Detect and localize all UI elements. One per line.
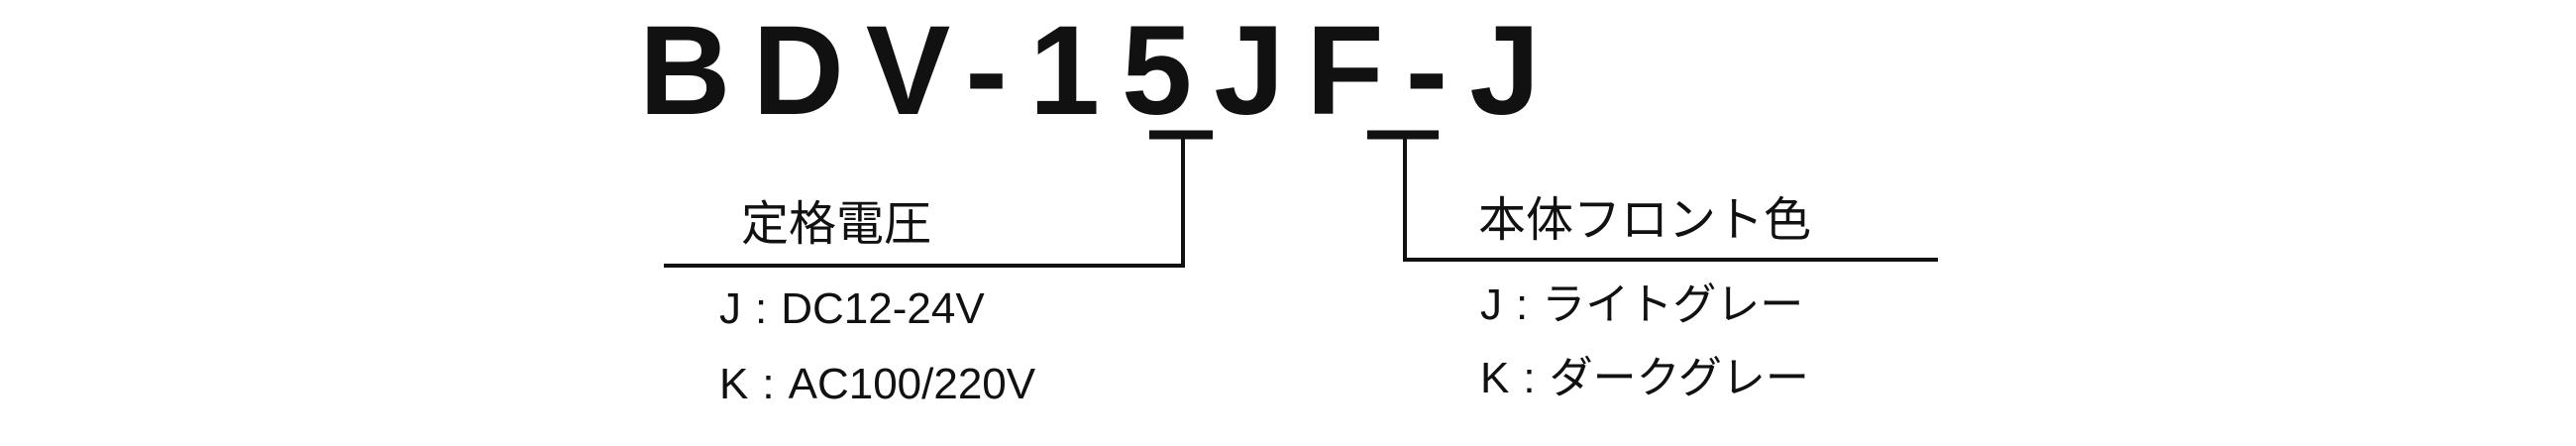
- voltage-option-j: J: DC12-24V: [719, 287, 985, 331]
- color-code-char: J: [1469, 0, 1562, 142]
- voltage-title: 定格電圧: [741, 196, 932, 252]
- voltage-option-separator: :: [762, 360, 775, 408]
- front-color-option-separator: :: [1523, 354, 1536, 402]
- front-color-option-value: ダークグレー: [1549, 354, 1809, 402]
- model-prefix: BDV-15: [639, 0, 1215, 142]
- front-color-option-k: K: ダークグレー: [1480, 357, 1809, 400]
- front-color-option-separator: :: [1516, 280, 1529, 329]
- front-color-title: 本体フロント色: [1478, 192, 1812, 248]
- model-middle: F-: [1306, 0, 1470, 142]
- voltage-option-value: DC12-24V: [781, 284, 985, 333]
- voltage-option-code: J: [719, 284, 741, 333]
- voltage-option-code: K: [719, 360, 749, 408]
- voltage-leader-line: [664, 135, 1185, 268]
- color-leader-line: [1403, 135, 1938, 262]
- voltage-option-value: AC100/220V: [788, 360, 1036, 408]
- voltage-option-separator: :: [755, 284, 768, 333]
- voltage-option-k: K: AC100/220V: [719, 363, 1035, 406]
- front-color-option-code: J: [1480, 280, 1502, 329]
- voltage-code-char: J: [1214, 0, 1307, 142]
- front-color-option-value: ライトグレー: [1542, 280, 1804, 329]
- front-color-option-j: J: ライトグレー: [1480, 283, 1803, 327]
- model-code: BDV-15JF-J: [639, 8, 1561, 135]
- front-color-option-code: K: [1480, 354, 1510, 402]
